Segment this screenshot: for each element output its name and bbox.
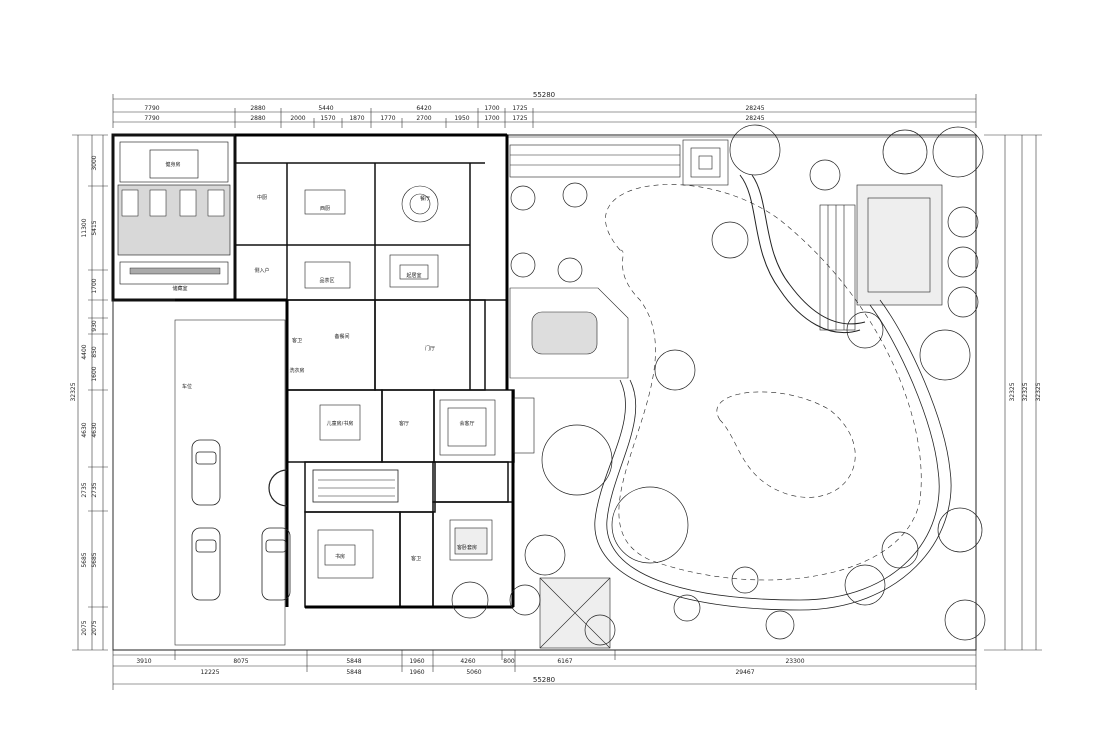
dim-label: 4400	[81, 344, 88, 359]
room-label-wc2: 客卫	[411, 555, 421, 562]
dim-label: 2000	[290, 115, 305, 122]
dim-label: 4630	[81, 422, 88, 437]
garden	[509, 139, 952, 649]
driveway	[112, 300, 286, 650]
room-label-lounge: 起居室	[406, 272, 421, 279]
site-boundary	[112, 134, 977, 651]
dim-label: 11300	[81, 218, 88, 237]
furniture	[268, 185, 535, 579]
right-dimensions	[984, 134, 1042, 651]
dim-label: 7790	[144, 105, 159, 112]
room-label-guest-bedroom: 客卧套房	[457, 544, 477, 551]
dim-label: 2880	[250, 105, 265, 112]
dim-overall-bottom: 55280	[533, 676, 555, 684]
dim-label: 6420	[416, 105, 431, 112]
room-label-entry: 侧入户	[254, 267, 269, 274]
room-labels: 中厨 西厨 餐厅 品茶区 起居室 侧入户 客卫 备餐间 洗衣房 门厅 儿童房/书…	[182, 194, 477, 562]
gym-room	[111, 133, 237, 302]
dim-label: 4630	[91, 422, 98, 437]
dim-label: 1725	[512, 115, 527, 122]
room-label-storage: 储藏室	[172, 285, 187, 292]
dim-label: 5848	[346, 669, 361, 676]
top-dimensions	[112, 94, 977, 128]
dim-label: 1700	[484, 105, 499, 112]
room-label-office: 书房	[335, 553, 345, 560]
room-label-elder-bedroom: 儿童房/书房	[327, 420, 354, 427]
dim-label: 1770	[380, 115, 395, 122]
dim-label: 5060	[466, 669, 481, 676]
dim-label: 3000	[91, 155, 98, 170]
dim-label: 7790	[144, 115, 159, 122]
dim-label: 5685	[81, 552, 88, 567]
bottom-dimensions	[112, 650, 977, 690]
room-label-western-kitchen: 西厨	[320, 206, 330, 212]
room-label-pantry: 备餐间	[334, 333, 349, 340]
room-label-parlor: 会客厅	[459, 420, 474, 427]
bottom-dim-row1: 3910 8075 5848 1960 4260 800 6167 23300	[136, 658, 804, 665]
room-label-gym: 健身房	[165, 161, 180, 168]
garden-trees	[451, 124, 986, 646]
dim-label: 2075	[81, 620, 88, 635]
room-label-hall: 门厅	[425, 345, 435, 352]
dim-label: 800	[503, 658, 515, 665]
dim-label: 6167	[557, 658, 572, 665]
room-label-wc1: 客卫	[292, 337, 302, 344]
dim-label: 1700	[91, 278, 98, 293]
dim-label: 4260	[460, 658, 475, 665]
bottom-dim-row2: 12225 5848 1960 5060 29467	[200, 669, 754, 676]
thick-walls	[175, 133, 515, 609]
dim-label: 1600	[91, 366, 98, 381]
dim-label: 5440	[318, 105, 333, 112]
dim-label: 23300	[785, 658, 804, 665]
dim-label: 32325	[70, 382, 77, 401]
top-dim-row2: 7790 2880 2000 1570 1870 1770 2700 1950 …	[144, 115, 764, 122]
parked-cars	[191, 439, 291, 601]
right-dim-labels: 32325 32325 32325	[1009, 382, 1042, 401]
dim-label: 2880	[250, 115, 265, 122]
dim-label: 32325	[1035, 382, 1042, 401]
dim-label: 2700	[416, 115, 431, 122]
room-label-parking: 车位	[182, 383, 192, 390]
dim-label: 1570	[320, 115, 335, 122]
dim-label: 3910	[136, 658, 151, 665]
room-label-dining: 餐厅	[420, 195, 430, 202]
dim-label: 28245	[745, 105, 764, 112]
room-label-living: 客厅	[399, 420, 409, 427]
room-label-kitchen: 中厨	[257, 194, 267, 201]
dim-label: 12225	[200, 669, 219, 676]
top-dim-row1: 7790 2880 5440 6420 1700 1725 28245	[144, 105, 764, 112]
dim-label: 1870	[349, 115, 364, 122]
dim-label: 1960	[409, 669, 424, 676]
dim-label: 5848	[346, 658, 361, 665]
dim-overall-top: 55280	[533, 91, 555, 99]
left-dimensions	[72, 134, 108, 651]
room-label-tea: 品茶区	[319, 277, 334, 284]
dim-label: 5685	[91, 552, 98, 567]
dim-label: 5415	[91, 220, 98, 235]
dim-label: 930	[91, 320, 98, 332]
dim-label: 850	[91, 346, 98, 358]
dim-label: 1700	[484, 115, 499, 122]
dim-label: 32325	[1022, 382, 1029, 401]
room-label-laundry: 洗衣房	[289, 367, 304, 374]
dim-label: 2735	[81, 482, 88, 497]
left-dim-labels: 3000 5415 1700 930 850 1600 4630 2735 56…	[70, 155, 98, 635]
dim-label: 2075	[91, 620, 98, 635]
dim-label: 32325	[1009, 382, 1016, 401]
dim-label: 1725	[512, 105, 527, 112]
dim-label: 8075	[233, 658, 248, 665]
dim-label: 29467	[735, 669, 754, 676]
dim-label: 28245	[745, 115, 764, 122]
dim-label: 1950	[454, 115, 469, 122]
dim-label: 1960	[409, 658, 424, 665]
dim-label: 2735	[91, 482, 98, 497]
